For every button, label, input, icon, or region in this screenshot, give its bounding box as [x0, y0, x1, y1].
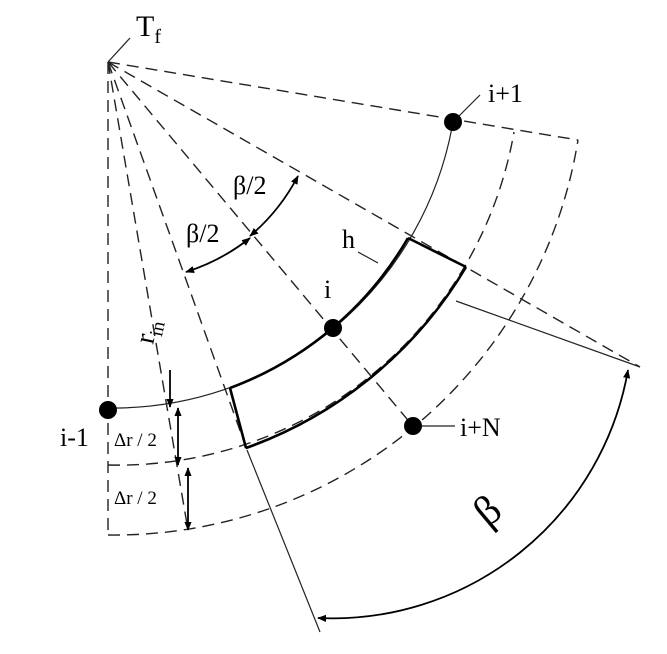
- beta-dimension: [246, 300, 641, 633]
- half-angle-upper-label: β/2: [233, 171, 266, 200]
- ray-through-node-i: [107, 61, 413, 426]
- angle-label: β: [465, 487, 511, 536]
- delta-r-dimensions: [166, 370, 192, 531]
- node-i-plus-1: [444, 113, 462, 131]
- node-i-plus-n: [404, 417, 422, 435]
- control-volume: [228, 236, 468, 450]
- arc-middle-dashed: [107, 131, 515, 466]
- cv-upper-side: [407, 236, 467, 269]
- arcs: [107, 121, 579, 536]
- node-next-label: i+1: [488, 79, 523, 108]
- ray-lower-face: [107, 61, 248, 451]
- svg-text:β: β: [465, 487, 511, 536]
- leaders: [357, 94, 481, 427]
- half-angle-arc-lower: [185, 237, 251, 273]
- apex-label: Tf: [136, 10, 161, 48]
- half-dr-lower-label: Δr / 2: [114, 488, 157, 509]
- radius-label: rin: [130, 316, 170, 348]
- leader-height: [357, 251, 379, 264]
- height-label: h: [342, 225, 355, 254]
- half-angle-arcs: [185, 175, 299, 273]
- half-angle-lower-label: β/2: [186, 219, 219, 248]
- nodes: [99, 113, 462, 435]
- node-center-label: i: [324, 275, 331, 304]
- node-prev-label: i-1: [60, 423, 89, 452]
- apex-leader: [107, 37, 131, 63]
- node-i: [324, 319, 342, 337]
- ray-to-node-next: [107, 61, 579, 141]
- half-dr-upper-label: Δr / 2: [114, 430, 157, 451]
- svg-text:rin: rin: [130, 316, 170, 348]
- beta-arc: [317, 369, 631, 622]
- half-angle-arc-upper: [249, 175, 299, 237]
- beta-extension-bottom: [246, 449, 321, 633]
- radial-rays: [107, 61, 641, 535]
- cv-lower-side: [228, 387, 248, 449]
- ray-inner: [107, 61, 189, 531]
- beta-extension-right: [455, 300, 641, 368]
- node-outer-label: i+N: [460, 413, 501, 442]
- ray-upper-face: [107, 61, 641, 368]
- node-i-minus-1: [99, 401, 117, 419]
